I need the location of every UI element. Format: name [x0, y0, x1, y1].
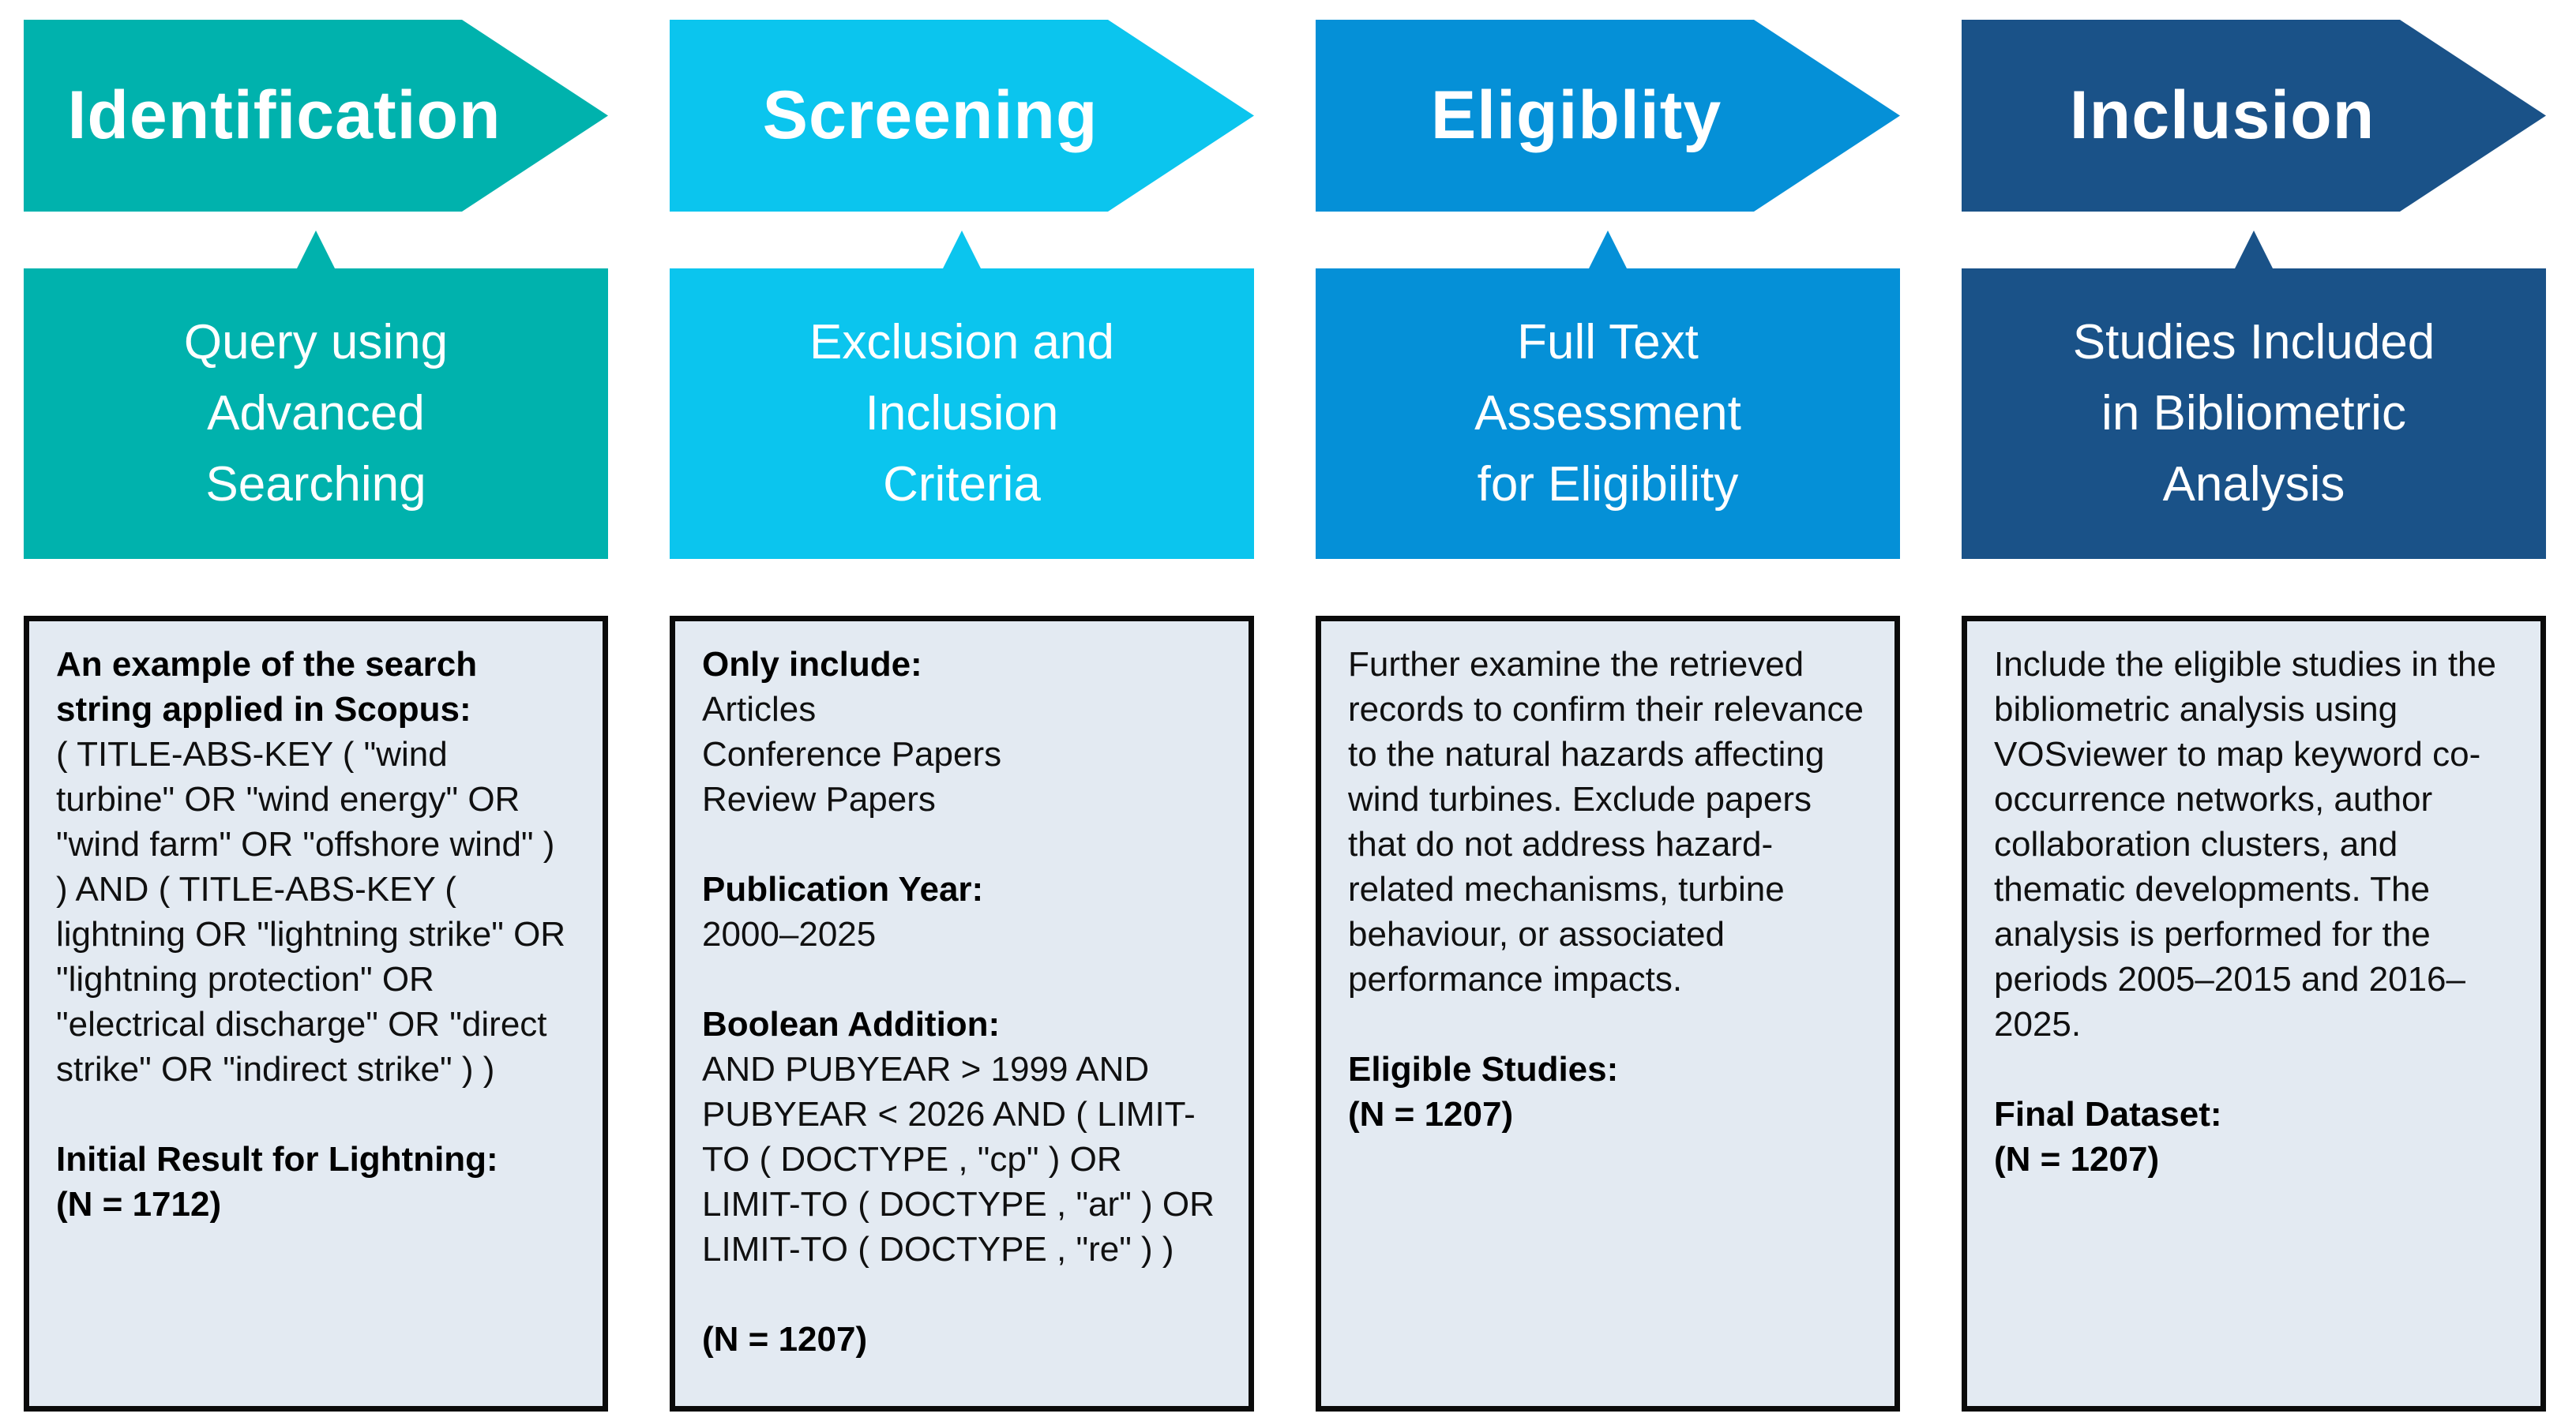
detail-box: Further examine the retrieved records to…	[1316, 616, 1900, 1412]
connector-up-triangle-icon	[297, 231, 335, 268]
stage-summary: Query using Advanced Searching	[24, 268, 608, 559]
stage-title: Eligiblity	[1430, 77, 1722, 153]
included-types-list: Articles Conference Papers Review Papers	[702, 690, 1002, 819]
connector-up-triangle-icon	[943, 231, 981, 268]
stage-summary: Exclusion and Inclusion Criteria	[670, 268, 1254, 559]
boolean-addition-text: AND PUBYEAR > 1999 AND PUBYEAR < 2026 AN…	[702, 1050, 1215, 1269]
result-count: Initial Result for Lightning: (N = 1712)	[56, 1140, 498, 1224]
detail-box: An example of the search string applied …	[24, 616, 608, 1412]
detail-box: Only include: Articles Conference Papers…	[670, 616, 1254, 1412]
detail-heading: An example of the search string applied …	[56, 645, 478, 729]
stage-arrow: Inclusion	[1962, 20, 2546, 212]
connector-up-triangle-icon	[1589, 231, 1627, 268]
publication-year-range: 2000–2025	[702, 915, 877, 954]
stage-arrow: Screening	[670, 20, 1254, 212]
stage-column-screening: Screening Exclusion and Inclusion Criter…	[670, 0, 1254, 1421]
stage-column-inclusion: Inclusion Studies Included in Bibliometr…	[1962, 0, 2546, 1421]
result-count: Eligible Studies: (N = 1207)	[1348, 1050, 1619, 1134]
result-count: Final Dataset: (N = 1207)	[1994, 1095, 2222, 1179]
result-count: (N = 1207)	[702, 1320, 868, 1359]
detail-heading: Publication Year:	[702, 870, 984, 909]
stage-title: Inclusion	[2069, 77, 2375, 153]
search-string-text: ( TITLE-ABS-KEY ( "wind turbine" OR "win…	[56, 735, 566, 1089]
stage-arrow: Identification	[24, 20, 608, 212]
stage-summary: Studies Included in Bibliometric Analysi…	[1962, 268, 2546, 559]
stage-column-eligibility: Eligiblity Full Text Assessment for Elig…	[1316, 0, 1900, 1421]
eligibility-description: Further examine the retrieved records to…	[1348, 645, 1864, 999]
connector-up-triangle-icon	[2235, 231, 2273, 268]
stage-summary: Full Text Assessment for Eligibility	[1316, 268, 1900, 559]
stage-title: Identification	[67, 77, 501, 153]
stage-title: Screening	[762, 77, 1098, 153]
detail-box: Include the eligible studies in the bibl…	[1962, 616, 2546, 1412]
detail-heading: Only include:	[702, 645, 922, 684]
stage-column-identification: Identification Query using Advanced Sear…	[24, 0, 608, 1421]
detail-heading: Boolean Addition:	[702, 1005, 1001, 1044]
stage-arrow: Eligiblity	[1316, 20, 1900, 212]
inclusion-description: Include the eligible studies in the bibl…	[1994, 645, 2496, 1044]
